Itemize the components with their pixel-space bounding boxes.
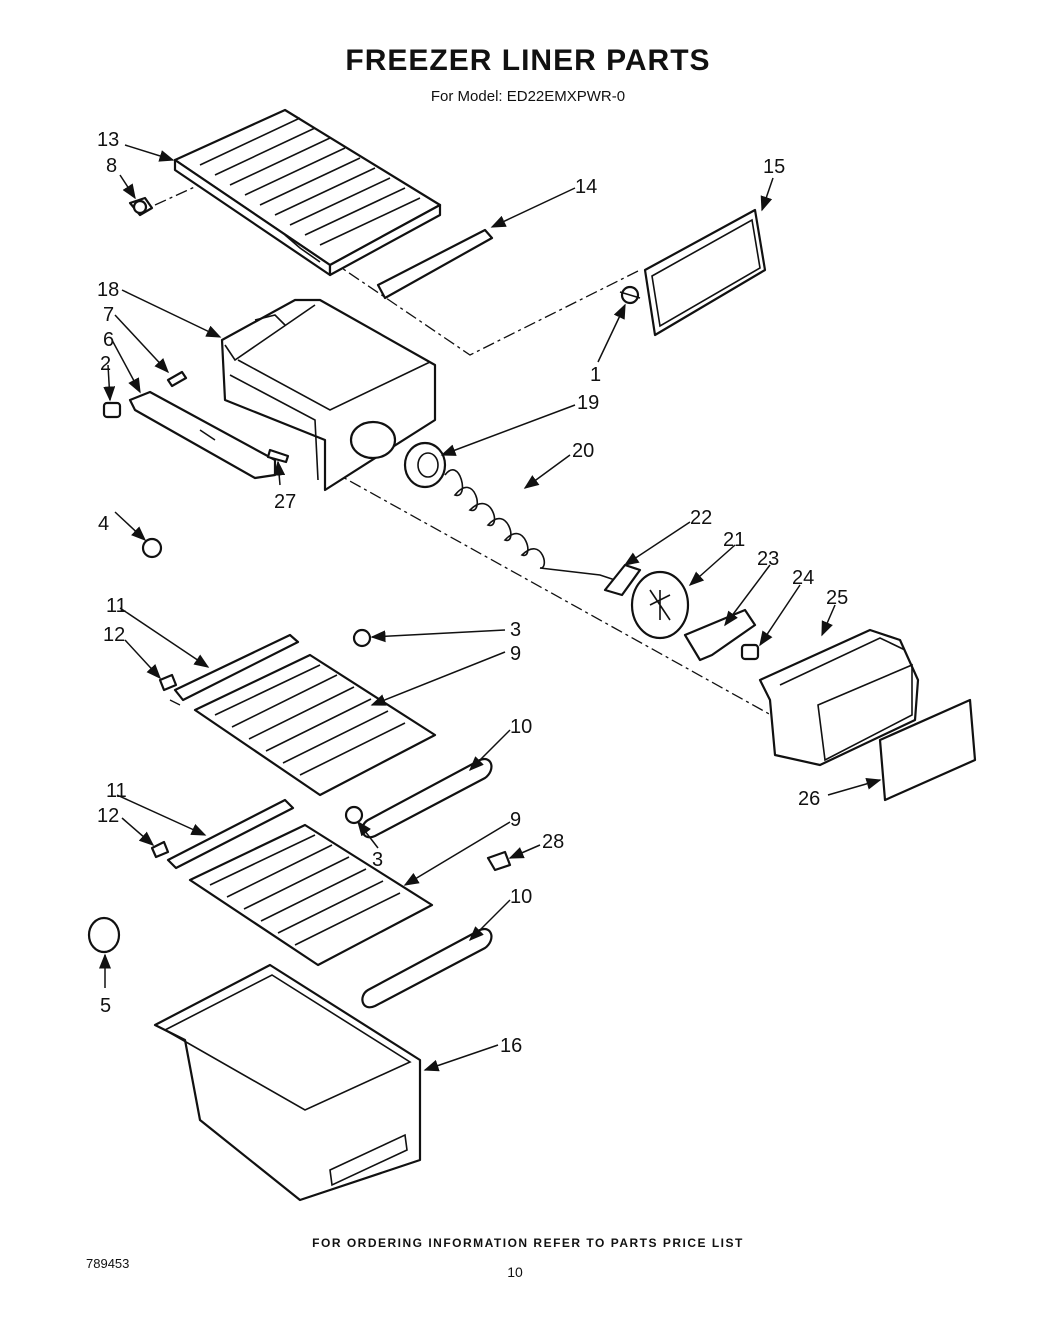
part-27-pin [266,448,290,464]
part-25-dispenser-bucket [758,628,920,767]
callout-3-upper: 3 [510,619,521,641]
callout-27: 27 [274,491,296,513]
callout-15: 15 [763,156,785,178]
part-5-knob [87,916,121,954]
part-15-frame [643,208,767,337]
callout-labels: 13 8 14 15 1 18 7 6 2 27 19 20 22 21 23 … [97,129,848,1057]
part-19-bearing [403,441,447,489]
part-26-panel [878,698,977,802]
callout-10-lower: 10 [510,886,532,908]
callout-28: 28 [542,831,564,853]
callout-24: 24 [792,567,814,589]
callout-11-upper: 11 [106,595,127,617]
part-7-screw [166,370,188,388]
part-4-knob [141,537,163,559]
callout-19: 19 [577,392,599,414]
part-3-clip-lower [344,805,364,825]
callout-1: 1 [590,364,601,386]
part-18-ice-bin-housing [220,298,437,492]
document-number: 789453 [86,1256,130,1271]
part-10-tube-lower [361,927,493,1009]
callout-23: 23 [757,548,779,570]
part-12-screw-upper [158,673,178,692]
ordering-note: FOR ORDERING INFORMATION REFER TO PARTS … [312,1236,744,1250]
part-22-coupler [603,563,642,597]
callout-21: 21 [723,529,745,551]
part-9-shelf-lower [188,823,434,967]
part-11-rail-lower [166,798,295,870]
part-1-clip [619,285,641,305]
part-16-freezer-bin [153,963,422,1202]
callout-12-lower: 12 [97,805,119,827]
callout-10-upper: 10 [510,716,532,738]
page-title: FREEZER LINER PARTS [345,44,711,77]
part-24-fitting [740,643,760,661]
callout-14: 14 [575,176,597,198]
callout-9-lower: 9 [510,809,521,831]
page-number: 10 [507,1264,523,1280]
callout-8: 8 [106,155,117,177]
callout-12-upper: 12 [103,624,125,646]
part-21-drum [630,570,690,640]
part-12-screw-lower [150,840,170,859]
part-2-nut [102,401,122,419]
callout-6: 6 [103,329,114,351]
part-28-clip [486,850,512,872]
callout-5: 5 [100,995,111,1017]
callout-16: 16 [500,1035,522,1057]
callout-20: 20 [572,440,594,462]
callout-2: 2 [100,353,111,375]
callout-4: 4 [98,513,109,535]
part-20-auger-spring [444,469,616,581]
callout-25: 25 [826,587,848,609]
callout-18: 18 [97,279,119,301]
callout-3-lower: 3 [372,849,383,871]
part-10-tube-upper [361,757,493,839]
callout-7: 7 [103,304,114,326]
callout-22: 22 [690,507,712,529]
part-13-top-shelf [173,108,442,277]
part-3-clip-upper [352,628,372,648]
leader-lines [99,144,882,1072]
part-14-trim-strip [376,228,494,300]
callout-11-lower: 11 [106,780,127,802]
callout-13: 13 [97,129,119,151]
callout-9-upper: 9 [510,643,521,665]
part-9-shelf-upper [193,653,437,797]
part-11-rail-upper [173,633,300,702]
model-subtitle: For Model: ED22EMXPWR-0 [430,88,626,105]
part-8-screw [128,196,154,217]
callout-26: 26 [798,788,820,810]
